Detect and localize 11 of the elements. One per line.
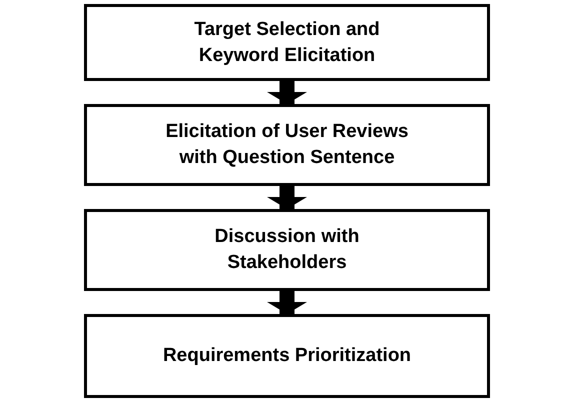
- arrow: [267, 186, 307, 209]
- process-box: [84, 314, 490, 398]
- step-label: Discussion with Stakeholders: [214, 225, 360, 275]
- step-label: Target Selection and Keyword Elicitation: [193, 18, 381, 68]
- arrow: [267, 291, 307, 314]
- step-label: Elicitation of User Reviews with Question Sentence: [164, 120, 410, 170]
- process-box: [84, 104, 490, 186]
- process-box: [84, 209, 490, 291]
- process-box: [84, 4, 490, 81]
- step-label: Requirements Prioritization: [162, 344, 412, 368]
- arrow: [267, 81, 307, 104]
